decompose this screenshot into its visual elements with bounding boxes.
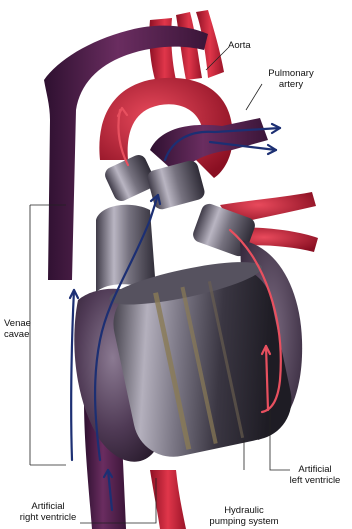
artificial-left-ventricle-label: Artificial left ventricle — [282, 464, 348, 486]
pulmonary-artery-label-line1: Pulmonary — [262, 68, 320, 79]
venae-cavae-label-line2: cavae — [4, 329, 31, 340]
aorta-label: Aorta — [228, 40, 251, 51]
pulmonary-artery-label-line2: artery — [262, 79, 320, 90]
artificial-right-ventricle-label-line2: right ventricle — [6, 512, 90, 523]
pulmonary-artery-label: Pulmonary artery — [262, 68, 320, 90]
hydraulic-pumping-system-label-line2: pumping system — [196, 516, 292, 527]
venae-cavae-label: Venae cavae — [4, 318, 31, 340]
artificial-right-ventricle-label: Artificial right ventricle — [6, 501, 90, 523]
hydraulic-pumping-system-label: Hydraulic pumping system — [196, 505, 292, 527]
aorta-label-text: Aorta — [228, 40, 251, 51]
hydraulic-pumping-system-label-line1: Hydraulic — [196, 505, 292, 516]
artificial-left-ventricle-label-line2: left ventricle — [282, 475, 348, 486]
artificial-left-ventricle-label-line1: Artificial — [282, 464, 348, 475]
venae-cavae-label-line1: Venae — [4, 318, 31, 329]
artificial-right-ventricle-label-line1: Artificial — [6, 501, 90, 512]
